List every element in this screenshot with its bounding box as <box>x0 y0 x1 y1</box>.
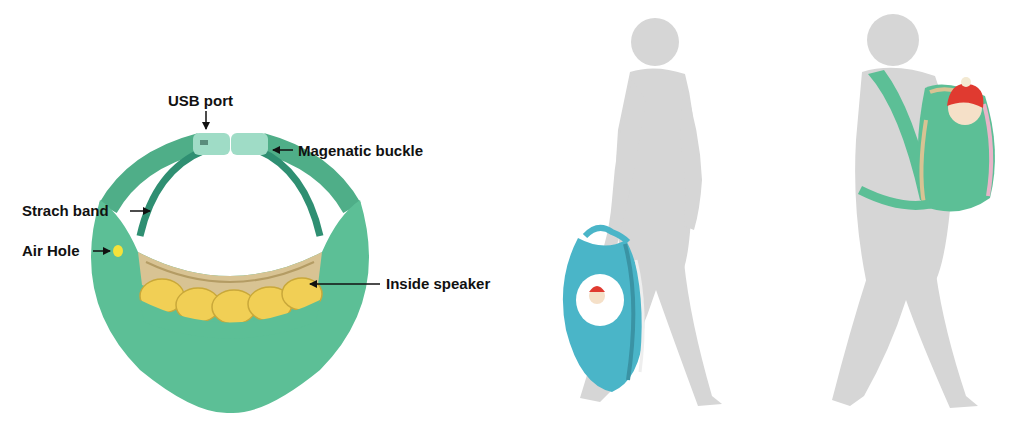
bag-front <box>140 300 320 339</box>
part-label: Inside speaker <box>386 276 490 293</box>
buckle <box>193 133 230 155</box>
hand-bag <box>563 228 644 392</box>
leader-lines <box>93 111 380 284</box>
part-label: Air Hole <box>22 243 80 260</box>
strap-band-right <box>258 150 320 236</box>
lining-edge <box>146 262 314 282</box>
air-hole <box>113 245 123 257</box>
part-label: Strach band <box>22 203 109 220</box>
buckle <box>231 133 268 155</box>
part-label: Magenatic buckle <box>298 143 423 160</box>
front-carrier <box>860 70 995 211</box>
part-label: USB port <box>168 93 233 110</box>
bag-body <box>91 200 369 413</box>
strap-band-left <box>140 150 205 236</box>
usb-port <box>200 140 208 145</box>
